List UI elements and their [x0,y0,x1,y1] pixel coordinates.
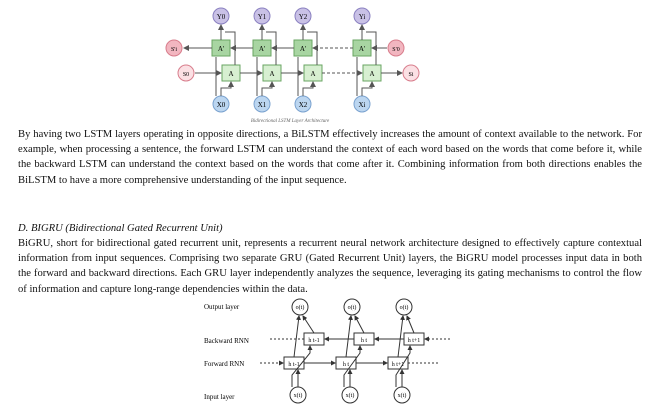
svg-text:o(t): o(t) [348,304,357,311]
bilstm-output-label: Y0 [217,13,226,21]
svg-text:A': A' [300,45,306,53]
bigru-row-label: Backward RNN [204,337,249,345]
svg-text:X1: X1 [258,101,267,109]
bilstm-connections [215,24,377,96]
svg-text:o(t): o(t) [400,304,409,311]
svg-text:X2: X2 [299,101,308,109]
bilstm-output-label: Yi [359,13,366,21]
section-heading-bigru: D. BIGRU (Bidirectional Gated Recurrent … [18,223,223,234]
svg-text:x(t): x(t) [294,392,303,399]
paragraph-bigru: BiGRU, short for bidirectional gated rec… [18,238,642,295]
svg-text:A: A [269,70,274,78]
svg-text:S0: S0 [183,72,189,78]
svg-text:x(t): x(t) [398,392,407,399]
bigru-row-label: Input layer [204,393,235,401]
svg-text:x(t): x(t) [346,392,355,399]
bilstm-output-label: Y2 [299,13,308,21]
bigru-connections [260,315,450,387]
svg-text:h t+1: h t+1 [408,338,421,344]
bigru-output-nodes [291,298,413,316]
bilstm-caption: Bidirectional LSTM Layer Architecture [251,119,330,124]
svg-text:A: A [310,70,315,78]
svg-text:X0: X0 [217,101,226,109]
svg-text:A': A' [218,45,224,53]
bigru-row-label: Forward RNN [204,360,244,368]
bilstm-forward-row: A A A A [195,64,403,82]
bilstm-backward-row: A' A' A' A' [183,39,387,57]
svg-text:A: A [228,70,233,78]
svg-text:h t-1: h t-1 [288,362,299,368]
svg-text:h t-1: h t-1 [308,338,319,344]
svg-text:S'i: S'i [171,47,177,53]
paragraph-bilstm: By having two LSTM layers operating in o… [18,129,642,186]
svg-text:h t: h t [343,362,350,368]
bilstm-output-nodes: Y0 Y1 Y2 Yi [212,7,371,25]
bigru-row-label: Output layer [204,303,240,311]
svg-text:Si: Si [408,72,413,78]
bilstm-figure: Y0 Y1 Y2 Yi A' A' A' A' A A A A [165,7,420,124]
svg-text:o(t): o(t) [296,304,305,311]
svg-text:h t+1: h t+1 [392,362,405,368]
svg-text:S'0: S'0 [392,47,399,53]
bilstm-output-label: Y1 [258,13,267,21]
svg-text:Xi: Xi [359,101,366,109]
svg-text:A: A [369,70,374,78]
bilstm-state-nodes: S'i S0 S'0 Si [165,39,420,82]
bilstm-input-nodes: X0 X1 X2 Xi [212,95,371,113]
svg-text:A': A' [359,45,365,53]
bigru-figure: Output layer Backward RNN Forward RNN In… [204,298,450,404]
svg-text:A': A' [259,45,265,53]
svg-text:h t: h t [361,338,368,344]
